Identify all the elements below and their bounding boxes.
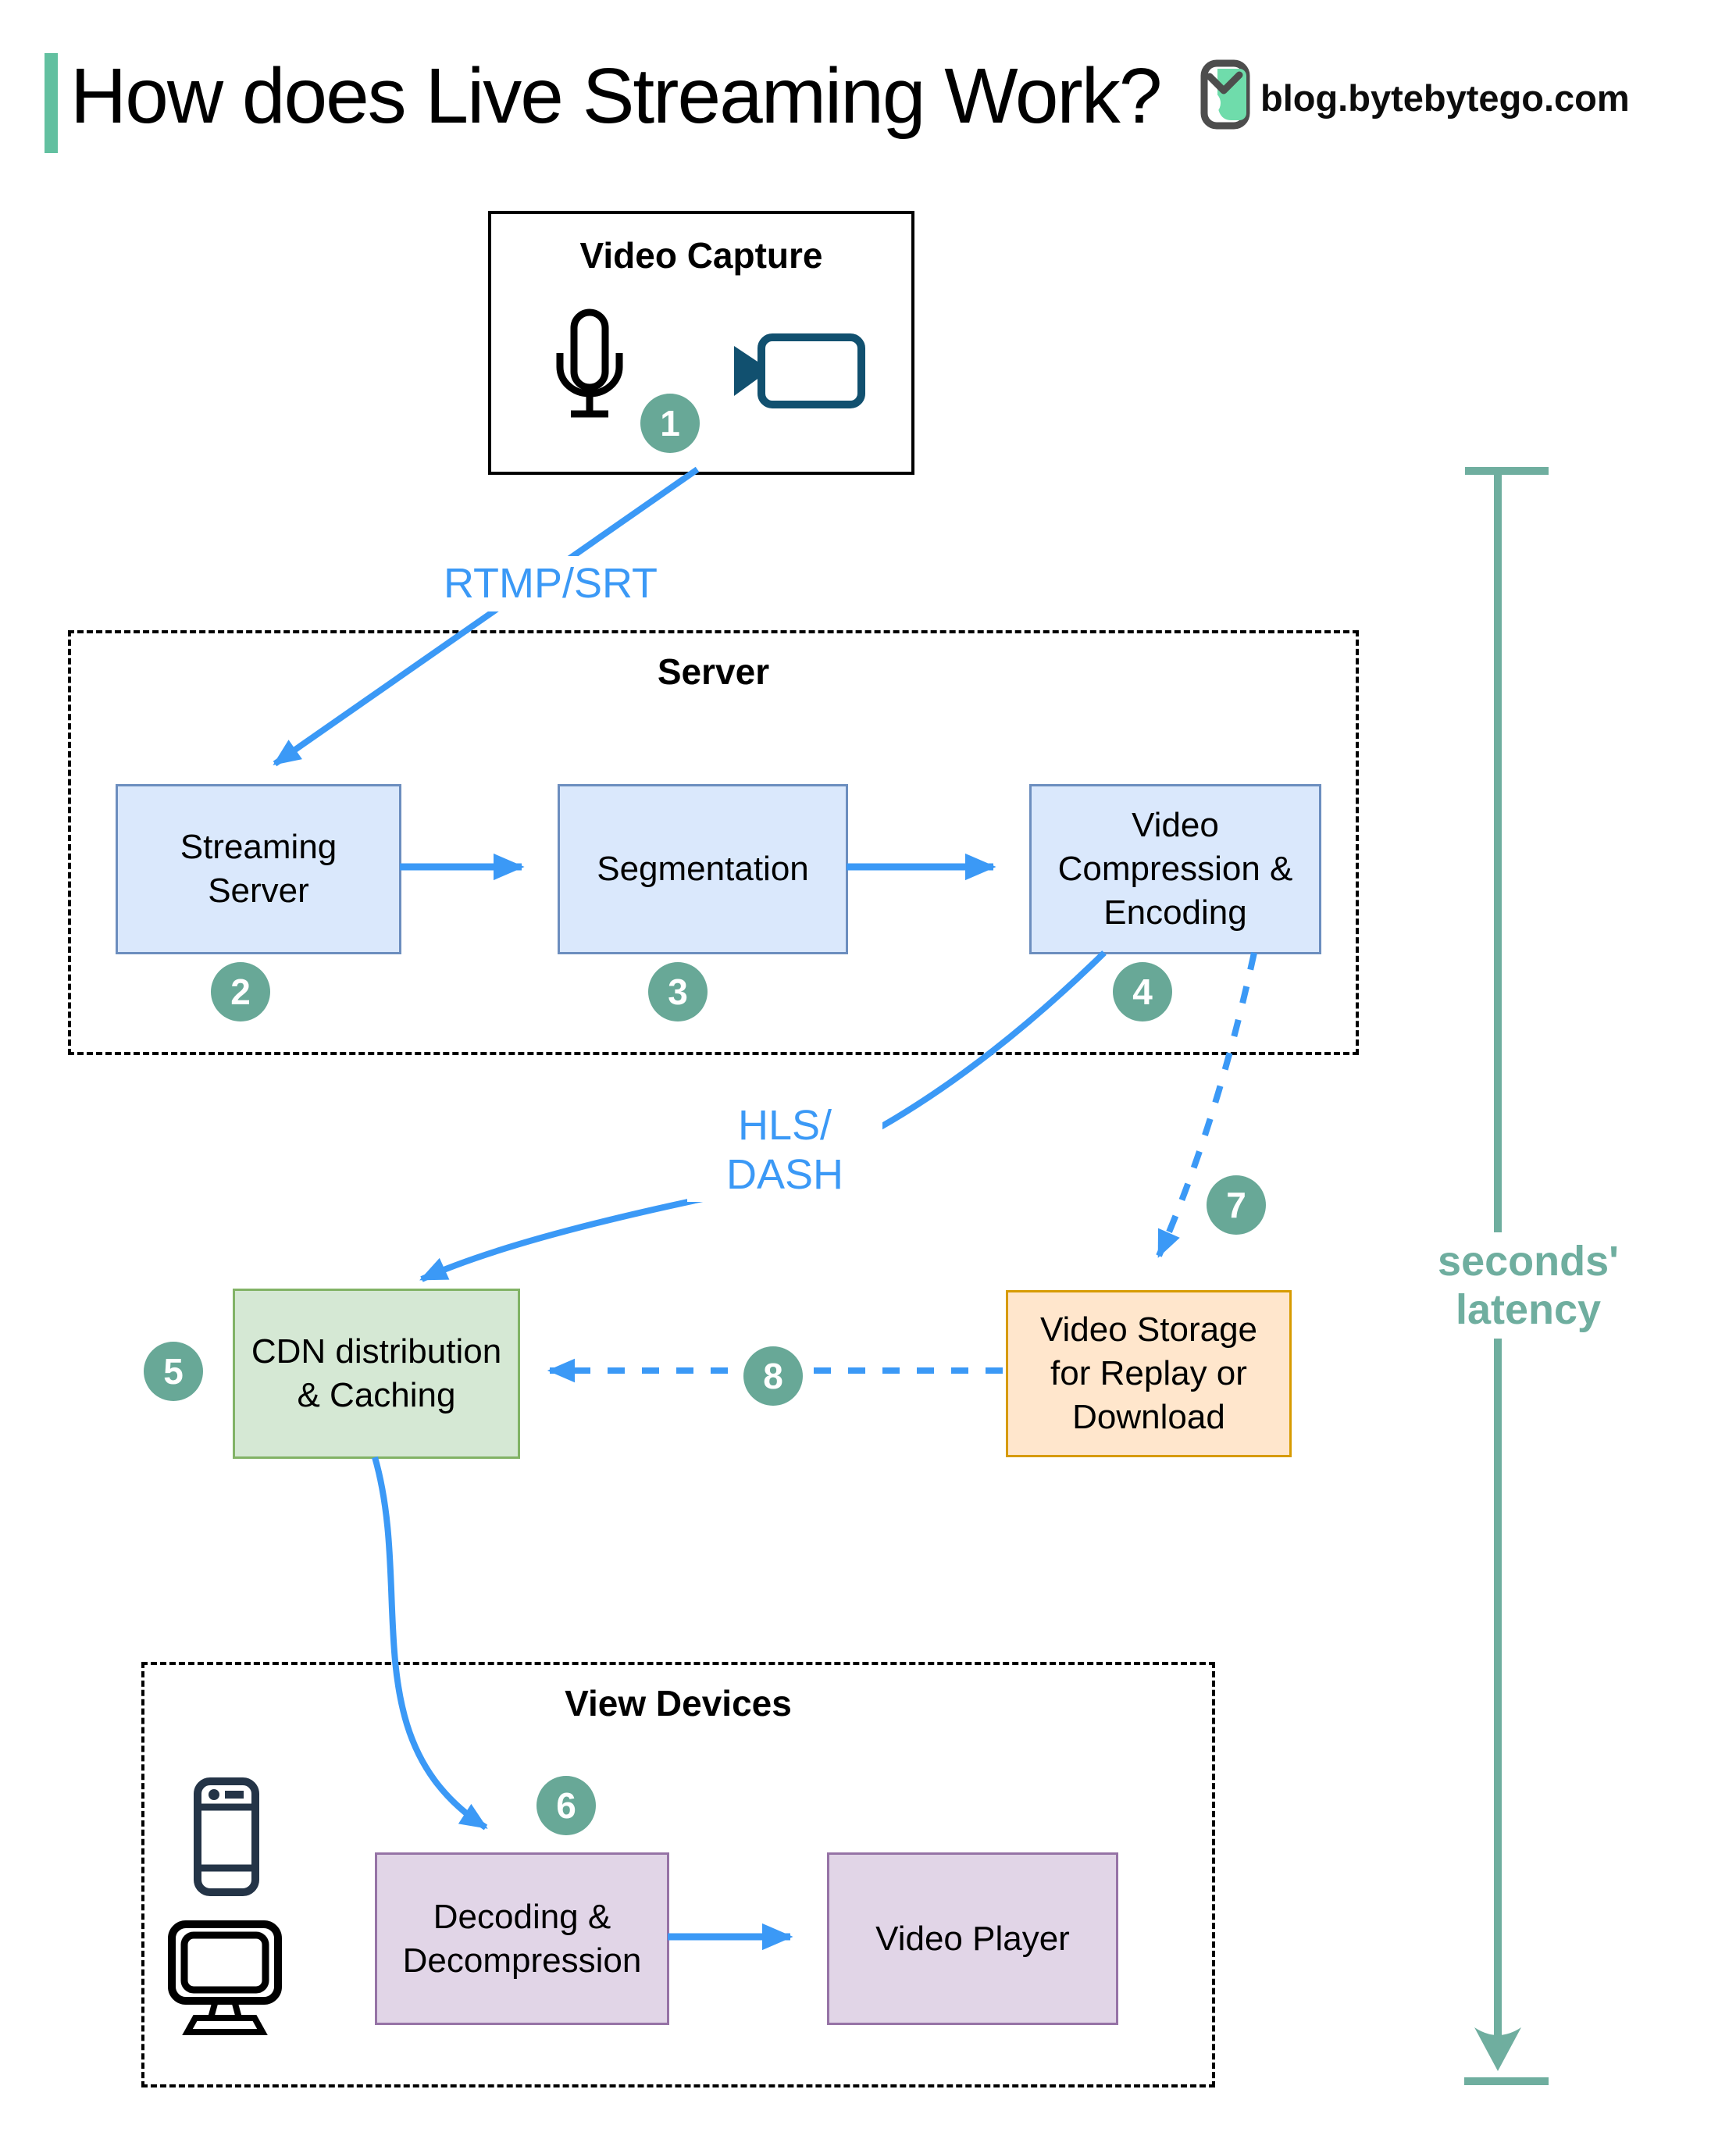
video-capture-title: Video Capture — [579, 235, 823, 276]
segmentation-label: Segmentation — [597, 850, 809, 889]
page-title: How does Live Streaming Work? — [70, 52, 1162, 140]
video-compression-label: Video Compression & Encoding — [1057, 806, 1293, 932]
step-8-number: 8 — [763, 1356, 783, 1396]
site-url-label: blog.bytebytego.com — [1260, 77, 1630, 119]
ingest-protocol-label: RTMP/SRT — [426, 556, 676, 611]
video-storage-label: Video Storage for Replay or Download — [1039, 1310, 1258, 1436]
microphone-icon — [551, 306, 629, 426]
monitor-icon — [167, 1920, 283, 2041]
latency-label: seconds' latency — [1360, 1232, 1696, 1339]
step-1-number: 1 — [660, 403, 680, 444]
video-camera-icon — [730, 332, 867, 414]
step-4-number: 4 — [1132, 972, 1153, 1012]
view-devices-group-title: View Devices — [565, 1683, 792, 1724]
step-5-badge: 5 — [144, 1342, 203, 1401]
streaming-server-node: Streaming Server — [116, 784, 401, 954]
delivery-protocol-label: HLS/ DASH — [687, 1098, 882, 1203]
video-player-node: Video Player — [827, 1852, 1118, 2025]
decoding-label: Decoding & Decompression — [402, 1897, 642, 1980]
step-4-badge: 4 — [1113, 962, 1172, 1021]
video-player-label: Video Player — [875, 1919, 1070, 1958]
step-2-badge: 2 — [211, 962, 270, 1021]
delivery-protocol-line2: DASH — [725, 1150, 844, 1198]
step-7-badge: 7 — [1207, 1175, 1266, 1235]
ingest-protocol-text: RTMP/SRT — [443, 560, 658, 607]
cdn-node: CDN distribution & Caching — [233, 1289, 520, 1459]
step-1-badge: 1 — [640, 394, 700, 453]
decoding-node: Decoding & Decompression — [375, 1852, 669, 2025]
step-6-number: 6 — [556, 1785, 576, 1826]
step-7-number: 7 — [1226, 1185, 1246, 1225]
title-accent-bar — [45, 53, 58, 153]
step-2-number: 2 — [230, 972, 251, 1012]
step-3-number: 3 — [668, 972, 688, 1012]
step-8-badge: 8 — [743, 1346, 803, 1406]
segmentation-node: Segmentation — [558, 784, 848, 954]
video-storage-node: Video Storage for Replay or Download — [1006, 1290, 1292, 1457]
step-5-number: 5 — [163, 1351, 184, 1392]
server-group-title: Server — [657, 651, 770, 692]
bytebytego-logo-icon — [1200, 59, 1250, 130]
streaming-server-label: Streaming Server — [180, 828, 337, 910]
delivery-protocol-line1: HLS/ — [737, 1102, 832, 1149]
cdn-label: CDN distribution & Caching — [251, 1332, 502, 1414]
step-3-badge: 3 — [648, 962, 708, 1021]
video-compression-node: Video Compression & Encoding — [1029, 784, 1321, 954]
view-devices-group-box: View Devices — [141, 1662, 1215, 2087]
step-6-badge: 6 — [536, 1776, 596, 1835]
smartphone-icon — [194, 1777, 259, 1900]
